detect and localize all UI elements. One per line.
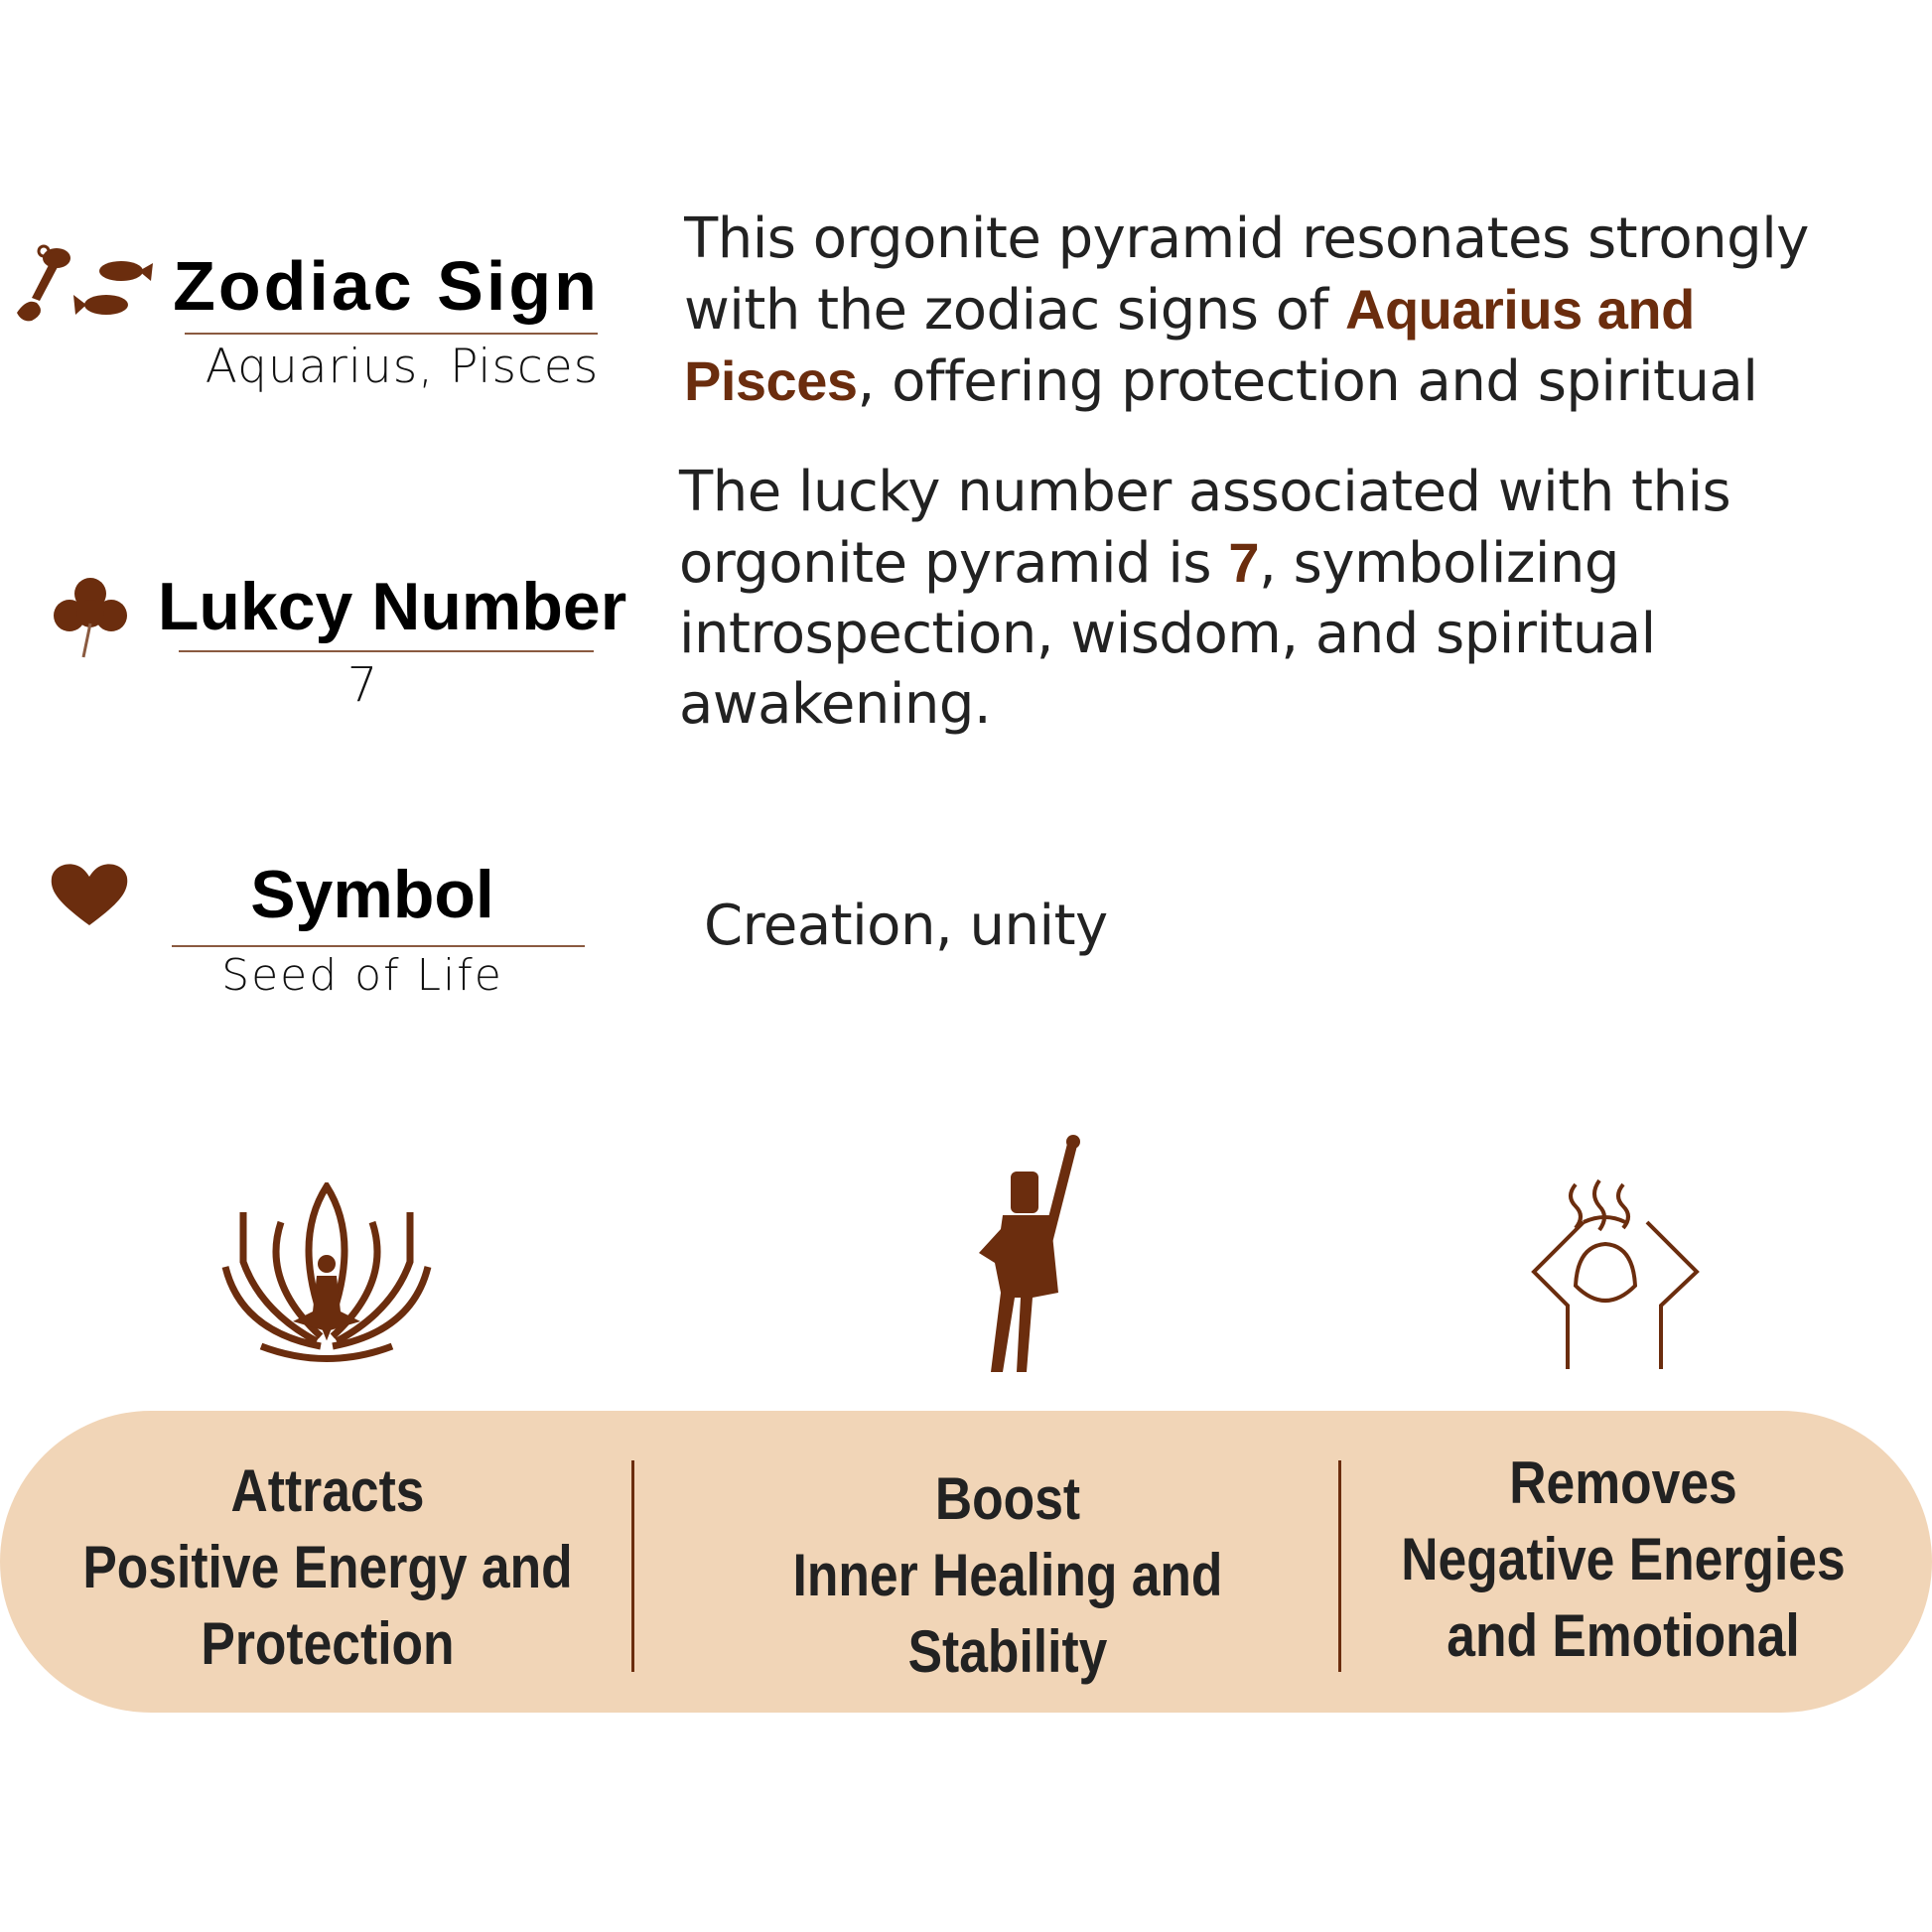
lotus-meditation-icon <box>221 1182 432 1362</box>
divider-line <box>172 945 585 947</box>
raised-fist-person-icon <box>979 1135 1080 1372</box>
zodiac-description: This orgonite pyramid resonates strongly… <box>684 207 1809 414</box>
symbol-description: Creation, unity <box>704 894 1108 958</box>
lucky-number-value: 7 <box>346 657 378 713</box>
symbol-title: Symbol <box>250 857 494 932</box>
lucky-highlight: 7 <box>1228 531 1260 594</box>
zodiac-title: Zodiac Sign <box>173 247 600 325</box>
zodiac-value: Aquarius, Pisces <box>205 340 600 394</box>
benefits-banner <box>0 1411 1932 1713</box>
zodiac-highlight: Aquarius and Pisces <box>684 278 1695 412</box>
divider-line <box>185 333 598 335</box>
aquarius-pisces-icon <box>17 244 153 322</box>
clover-icon <box>54 578 127 658</box>
divider-line <box>179 650 594 652</box>
divider-line <box>1338 1460 1341 1672</box>
symbol-value: Seed of Life <box>221 950 503 1001</box>
lucky-number-description: The lucky number associated with this or… <box>679 460 1731 737</box>
heart-icon <box>51 864 128 925</box>
lucky-number-title: Lukcy Number <box>157 569 627 644</box>
head-stress-icon <box>1531 1178 1700 1369</box>
divider-line <box>631 1460 634 1672</box>
